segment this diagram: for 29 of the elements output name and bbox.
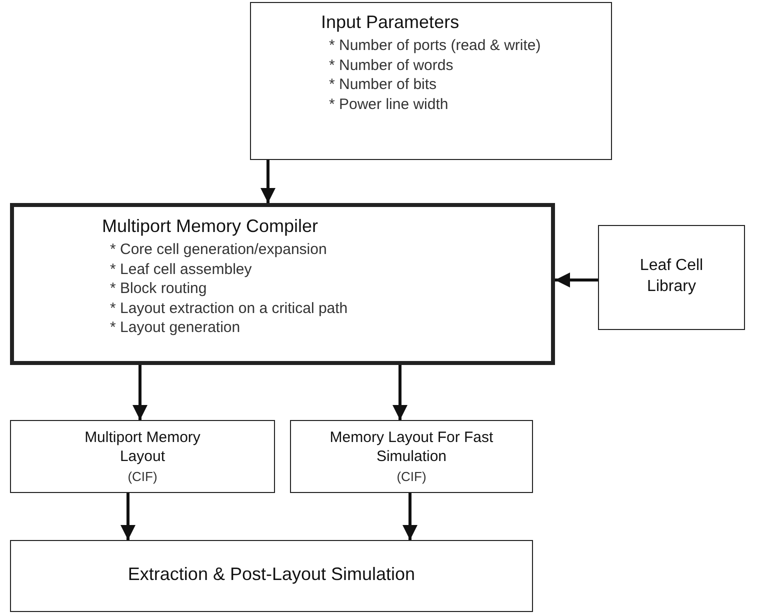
box-title: Leaf Cell Library <box>638 256 704 296</box>
process-box <box>290 420 533 493</box>
arrow <box>402 493 418 540</box>
list-item: * Layout extraction on a critical path <box>110 298 348 318</box>
arrow <box>392 365 408 420</box>
list-item: * Number of words <box>329 56 454 76</box>
list-item: * Block routing <box>110 279 207 299</box>
list-item: * Core cell generation/expansion <box>110 240 327 260</box>
list-item: * Leaf cell assembley <box>110 260 252 280</box>
arrow <box>120 493 136 540</box>
box-title: Memory Layout For Fast Simulation <box>328 428 494 467</box>
arrow <box>132 365 148 420</box>
box-title: Multiport Memory Compiler <box>102 215 318 238</box>
list-item: * Number of bits <box>329 75 437 95</box>
box-title: Input Parameters <box>321 11 460 34</box>
list-item: * Power line width <box>329 94 448 114</box>
process-box <box>10 203 555 365</box>
process-box <box>598 225 745 330</box>
list-item: * Layout generation <box>110 318 240 338</box>
process-box <box>10 420 275 493</box>
process-box <box>250 2 612 160</box>
process-box <box>10 540 533 612</box>
box-title: Extraction & Post-Layout Simulation <box>128 563 416 586</box>
arrow <box>260 160 276 203</box>
box-title: Multiport Memory Layout <box>84 428 202 467</box>
box-note: (CIF) <box>128 468 158 486</box>
box-note: (CIF) <box>396 468 426 486</box>
arrow <box>555 272 598 288</box>
list-item: * Number of ports (read & write) <box>329 36 541 56</box>
